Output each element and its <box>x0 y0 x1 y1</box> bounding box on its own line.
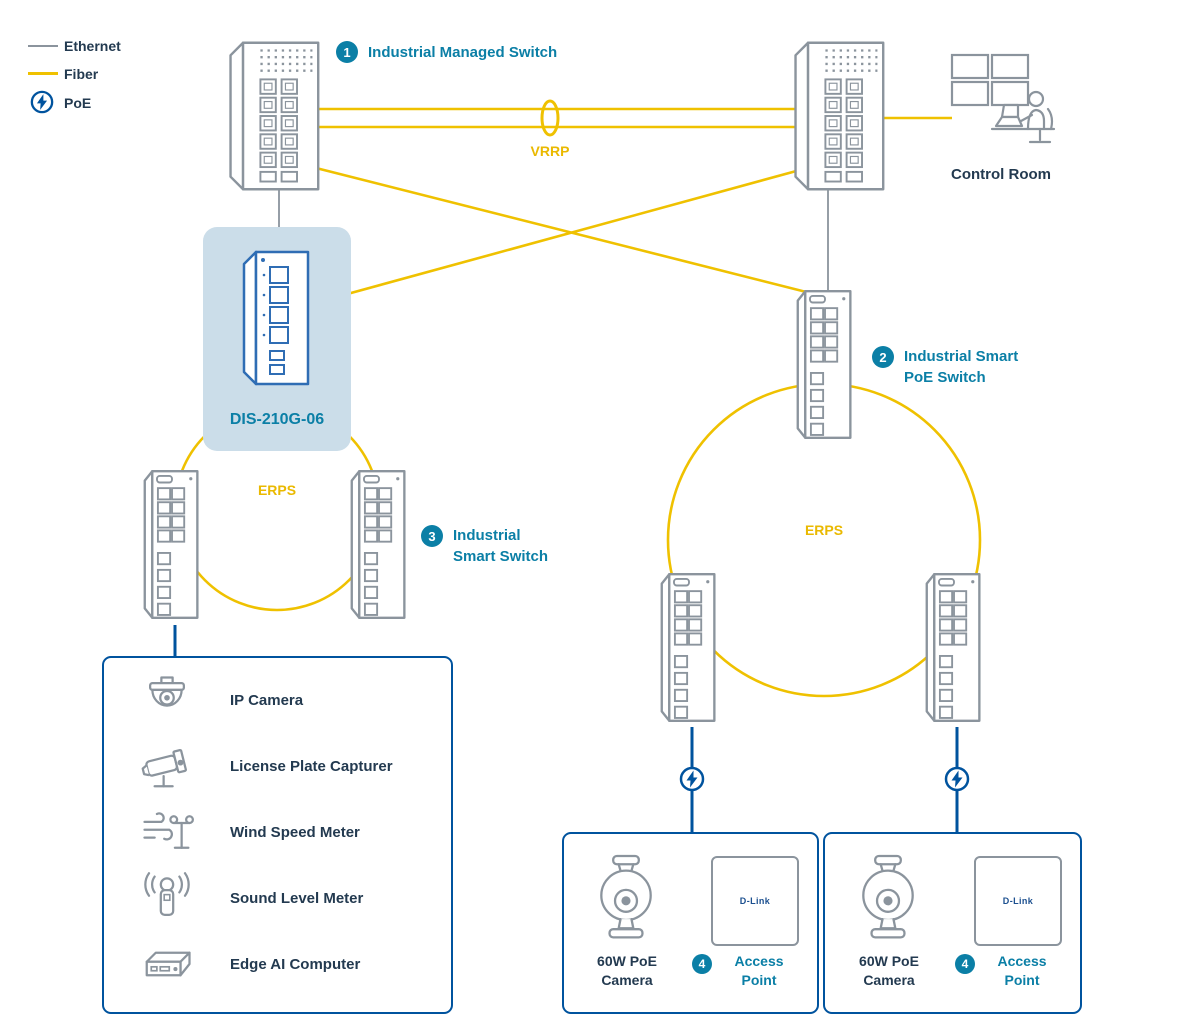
poe-camera-ap-panel-left: D-Link 60W PoE Camera 4 Access Point <box>562 832 819 1014</box>
step-2-badge: 2 <box>872 346 894 368</box>
dis-210g-06-switch-icon <box>236 247 314 389</box>
poe-camera-ap-panel-right: D-Link 60W PoE Camera 4 Access Point <box>823 832 1082 1014</box>
access-point-label-line1: Access <box>997 953 1047 969</box>
list-item: Wind Speed Meter <box>140 804 439 860</box>
smart-switch-label-line2: Smart Switch <box>453 548 549 565</box>
device-label: Wind Speed Meter <box>230 823 360 841</box>
legend-fiber-line <box>28 72 58 75</box>
sound-level-meter-icon <box>140 871 194 925</box>
device-label: Sound Level Meter <box>230 889 364 907</box>
ip-camera-icon <box>140 673 194 727</box>
managed-switch-label: Industrial Managed Switch <box>368 44 558 61</box>
managed-switch-right-icon <box>783 34 889 198</box>
poe-camera-label-line2: Camera <box>601 972 653 988</box>
device-label: Edge AI Computer <box>230 955 361 973</box>
smart-switch-ring-right-icon <box>348 462 410 627</box>
access-point-label-line2: Point <box>741 972 777 988</box>
legend-poe-label: PoE <box>64 95 92 111</box>
fiber-links <box>173 99 982 698</box>
license-plate-capturer-icon <box>140 739 194 793</box>
ring-switch-bottom-right-icon <box>923 565 985 730</box>
poe-camera-label-line1: 60W PoE <box>597 953 657 969</box>
device-label: IP Camera <box>230 691 304 709</box>
edge-devices-panel: IP Camera License Plate Capturer Wind Sp… <box>102 656 453 1014</box>
poe-icon <box>679 766 705 792</box>
dlink-logo: D-Link <box>1002 896 1034 906</box>
wind-speed-meter-icon <box>140 805 194 859</box>
access-point-icon: D-Link <box>974 856 1062 946</box>
poe-camera-label: 60W PoE Camera <box>836 952 942 990</box>
dis-210g-06-label: DIS-210G-06 <box>229 411 325 428</box>
access-point-label: Access Point <box>716 952 802 990</box>
step-4-badge: 4 <box>692 954 712 974</box>
smart-switch-label: Industrial Smart Switch <box>453 525 548 567</box>
step-4-badge: 4 <box>955 954 975 974</box>
smart-poe-switch-label: Industrial Smart PoE Switch <box>904 346 1018 388</box>
poe-camera-label: 60W PoE Camera <box>574 952 680 990</box>
poe-dome-camera-icon <box>856 850 920 948</box>
poe-icon <box>944 766 970 792</box>
step-1-badge: 1 <box>336 41 358 63</box>
smart-poe-switch-label-line2: PoE Switch <box>904 369 986 386</box>
list-item: Sound Level Meter <box>140 870 439 926</box>
poe-dome-camera-icon <box>594 850 658 948</box>
list-item: IP Camera <box>140 672 439 728</box>
poe-icon <box>30 90 54 114</box>
smart-poe-switch-icon <box>794 282 856 447</box>
control-room-label: Control Room <box>951 166 1051 183</box>
poe-camera-label-line1: 60W PoE <box>859 953 919 969</box>
access-point-label-line1: Access <box>734 953 784 969</box>
device-label: License Plate Capturer <box>230 757 393 775</box>
access-point-label-line2: Point <box>1004 972 1040 988</box>
edge-ai-computer-icon <box>140 937 194 991</box>
list-item: Edge AI Computer <box>140 936 439 992</box>
step-3-badge: 3 <box>421 525 443 547</box>
erps-left-label: ERPS <box>257 482 297 498</box>
vrrp-label: VRRP <box>530 143 570 159</box>
erps-right-label: ERPS <box>804 522 844 538</box>
dlink-logo: D-Link <box>739 896 771 906</box>
ring-switch-bottom-left-icon <box>658 565 720 730</box>
vrrp-link-icon <box>540 99 560 137</box>
access-point-label: Access Point <box>979 952 1065 990</box>
ethernet-links <box>278 185 829 290</box>
legend-ethernet-line <box>28 45 58 47</box>
legend-ethernet-label: Ethernet <box>64 38 121 54</box>
poe-camera-label-line2: Camera <box>863 972 915 988</box>
smart-poe-switch-label-line1: Industrial Smart <box>904 348 1019 365</box>
managed-switch-left-icon <box>218 34 324 198</box>
fiber-link-cross-b <box>339 168 801 298</box>
access-point-icon: D-Link <box>711 856 799 946</box>
list-item: License Plate Capturer <box>140 738 439 794</box>
legend-fiber-label: Fiber <box>64 66 99 82</box>
control-room-icon <box>950 53 1056 144</box>
smart-switch-ring-left-icon <box>141 462 203 627</box>
smart-switch-label-line1: Industrial <box>453 527 521 544</box>
